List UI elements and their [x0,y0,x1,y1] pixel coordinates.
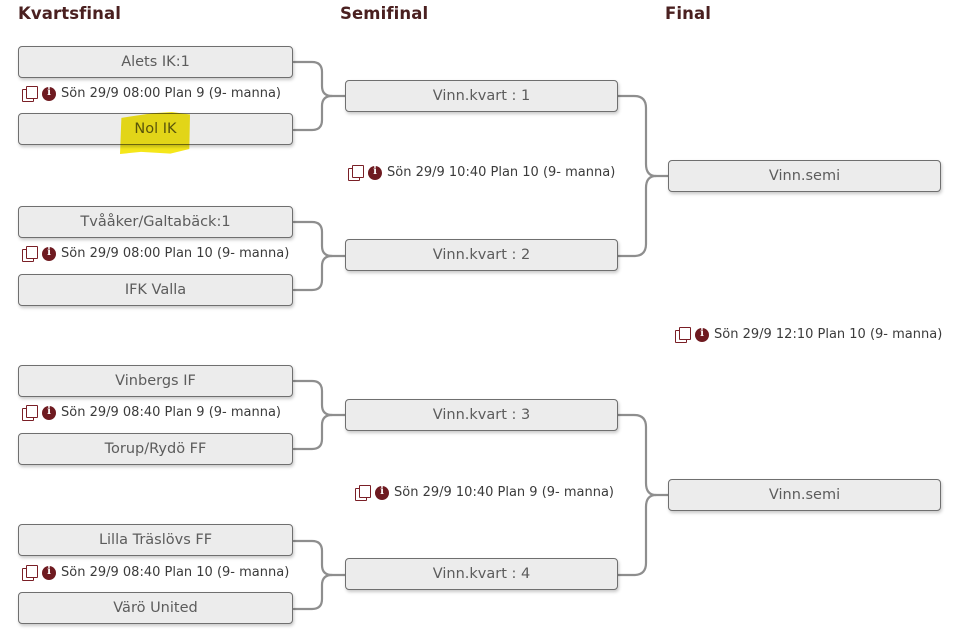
quarterfinal-team-slot[interactable]: Torup/Rydö FF [18,433,293,465]
match-info-text: Sön 29/9 08:40 Plan 10 (9- manna) [61,565,290,580]
semifinal-team-slot[interactable]: Vinn.kvart : 1 [345,80,618,112]
round-heading-semifinal: Semifinal [340,4,429,23]
info-icon[interactable]: i [375,485,389,500]
semifinal-match-info[interactable]: i Sön 29/9 10:40 Plan 9 (9- manna) [355,485,615,501]
copy-icon[interactable] [675,327,691,343]
match-info-text: Sön 29/9 10:40 Plan 10 (9- manna) [387,165,616,180]
semifinal-match-info[interactable]: i Sön 29/9 10:40 Plan 10 (9- manna) [348,165,616,181]
quarterfinal-team-slot[interactable]: Tvååker/Galtabäck:1 [18,206,293,238]
copy-icon[interactable] [355,485,371,501]
quarterfinal-team-slot[interactable]: Värö United [18,592,293,624]
copy-icon[interactable] [22,246,38,262]
semifinal-team-slot[interactable]: Vinn.kvart : 2 [345,239,618,271]
quarterfinal-match-info[interactable]: i Sön 29/9 08:00 Plan 9 (9- manna) [22,86,282,102]
semifinal-team-slot[interactable]: Vinn.kvart : 3 [345,399,618,431]
match-info-text: Sön 29/9 10:40 Plan 9 (9- manna) [394,485,615,500]
quarterfinal-match-info[interactable]: i Sön 29/9 08:40 Plan 9 (9- manna) [22,405,282,421]
match-info-text: Sön 29/9 08:00 Plan 10 (9- manna) [61,246,290,261]
quarterfinal-match-info[interactable]: i Sön 29/9 08:00 Plan 10 (9- manna) [22,246,290,262]
quarterfinal-team-slot[interactable]: Nol IK [18,113,293,145]
semifinal-team-slot[interactable]: Vinn.kvart : 4 [345,558,618,590]
copy-icon[interactable] [22,405,38,421]
info-icon[interactable]: i [42,246,56,261]
info-icon[interactable]: i [42,565,56,580]
round-heading-quarterfinal: Kvartsfinal [18,4,121,23]
match-info-text: Sön 29/9 08:00 Plan 9 (9- manna) [61,86,282,101]
final-team-slot[interactable]: Vinn.semi [668,160,941,192]
copy-icon[interactable] [348,165,364,181]
quarterfinal-team-slot[interactable]: Lilla Träslövs FF [18,524,293,556]
quarterfinal-team-slot[interactable]: Vinbergs IF [18,365,293,397]
final-match-info[interactable]: i Sön 29/9 12:10 Plan 10 (9- manna) [675,327,943,343]
info-icon[interactable]: i [42,405,56,420]
info-icon[interactable]: i [695,327,709,342]
round-heading-final: Final [665,4,711,23]
match-info-text: Sön 29/9 12:10 Plan 10 (9- manna) [714,327,943,342]
match-info-text: Sön 29/9 08:40 Plan 9 (9- manna) [61,405,282,420]
quarterfinal-team-slot[interactable]: Alets IK:1 [18,46,293,78]
info-icon[interactable]: i [42,86,56,101]
copy-icon[interactable] [22,565,38,581]
quarterfinal-match-info[interactable]: i Sön 29/9 08:40 Plan 10 (9- manna) [22,565,290,581]
info-icon[interactable]: i [368,165,382,180]
quarterfinal-team-slot[interactable]: IFK Valla [18,274,293,306]
copy-icon[interactable] [22,86,38,102]
final-team-slot[interactable]: Vinn.semi [668,479,941,511]
